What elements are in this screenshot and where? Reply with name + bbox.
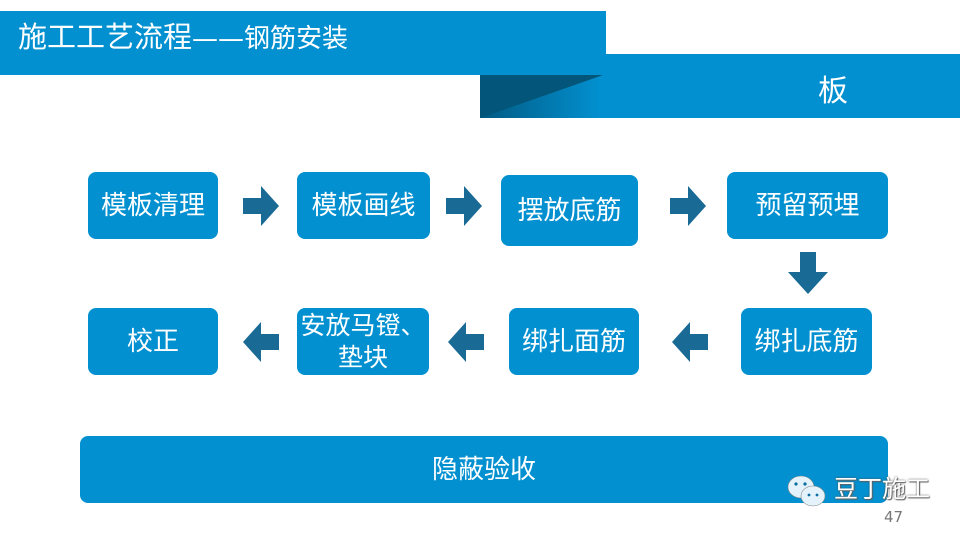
- arrow-left-icon: [672, 322, 708, 362]
- section-label: 板: [818, 74, 848, 109]
- arrow-right-icon: [446, 186, 482, 226]
- step-1: 模板清理: [88, 172, 218, 239]
- arrow-right-icon: [243, 186, 279, 226]
- page-number: 47: [884, 508, 904, 526]
- step-8: 校正: [88, 308, 218, 375]
- title-main: 施工工艺流程: [18, 20, 193, 54]
- step-5: 绑扎底筋: [741, 308, 872, 375]
- title-bar: [0, 11, 606, 75]
- title-subtitle: ——钢筋安装: [192, 24, 349, 54]
- step-7: 安放马镫、垫块: [297, 308, 429, 375]
- step-6: 绑扎面筋: [509, 308, 639, 375]
- step-4: 预留预埋: [727, 172, 888, 239]
- arrow-left-icon: [448, 322, 484, 362]
- arrow-down-icon: [788, 252, 828, 294]
- step-3: 摆放底筋: [501, 175, 638, 246]
- page-title: 施工工艺流程——钢筋安装: [18, 14, 348, 56]
- final-step: 隐蔽验收: [80, 436, 888, 503]
- wechat-icon: [786, 474, 830, 514]
- arrow-left-icon: [243, 322, 279, 362]
- brand-watermark: 豆丁施工: [834, 475, 930, 503]
- step-2: 模板画线: [297, 172, 430, 239]
- arrow-right-icon: [670, 186, 706, 226]
